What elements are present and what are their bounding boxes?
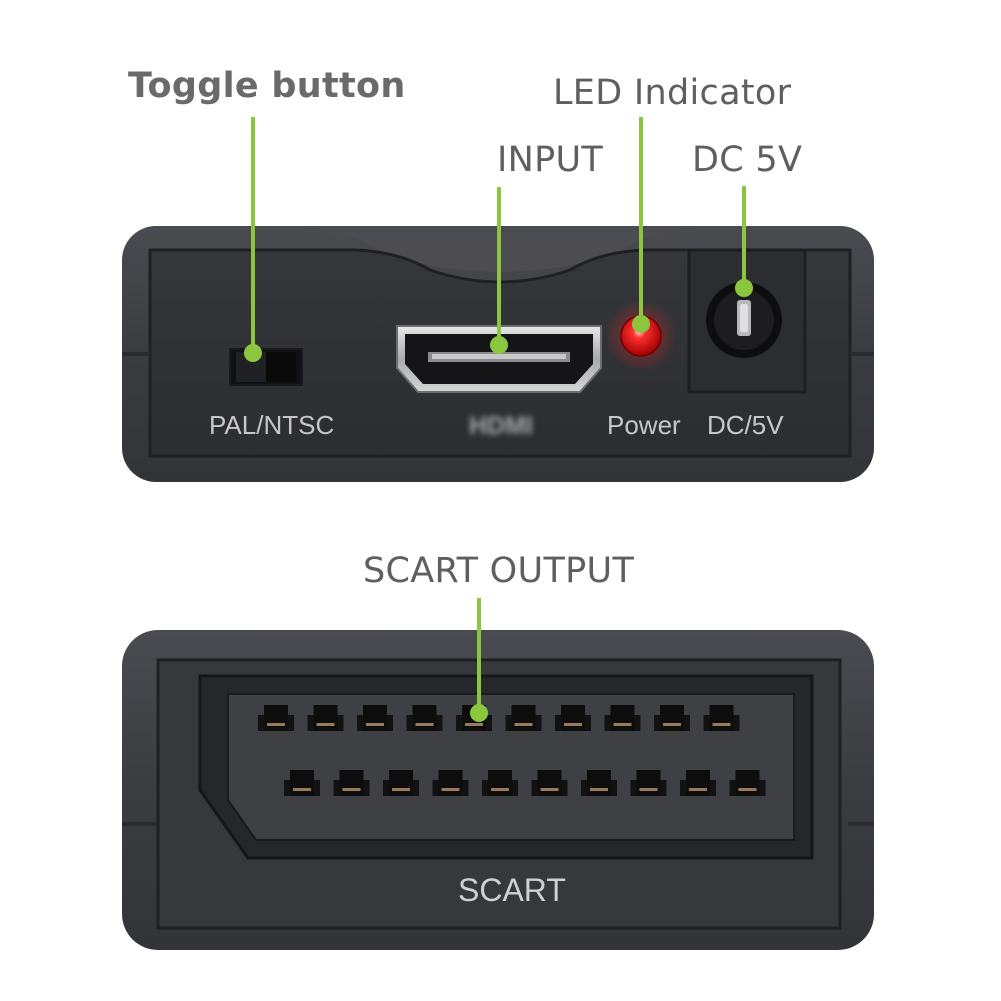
toggle-button-callout: Toggle button: [128, 66, 406, 106]
scart-label: SCART: [458, 872, 566, 908]
input-callout: INPUT: [497, 140, 604, 180]
callout-lines: [244, 117, 753, 722]
hdmi-label: HDMI: [469, 412, 533, 440]
dc-5v-label: DC/5V: [707, 410, 784, 440]
dc-5v-callout: DC 5V: [692, 140, 803, 180]
scart-pin: [333, 770, 370, 796]
scart-pin: [482, 770, 518, 796]
slide-switch-icon[interactable]: [229, 348, 303, 386]
scart-pin: [729, 770, 766, 796]
scart-pin: [505, 705, 542, 731]
hdmi-port-icon[interactable]: [396, 325, 602, 393]
led-indicator-icon: [605, 300, 677, 372]
converter-back-view: [122, 630, 874, 950]
scart-pin: [406, 705, 443, 731]
scart-pins-bottom-row: [284, 770, 766, 796]
scart-pin: [357, 705, 393, 731]
scart-pin: [383, 770, 419, 796]
scart-pin: [258, 705, 294, 731]
scart-pin: [581, 770, 617, 796]
converter-front-view: [122, 226, 874, 482]
scart-pin: [654, 705, 690, 731]
scart-pin: [307, 705, 344, 731]
scart-pin: [680, 770, 716, 796]
led-indicator-callout: LED Indicator: [553, 73, 792, 113]
power-label: Power: [607, 410, 681, 440]
scart-pin: [604, 705, 641, 731]
scart-pin: [284, 770, 320, 796]
dc-jack-icon[interactable]: [687, 248, 807, 394]
led-callout-dot: [632, 315, 650, 333]
scart-output-callout: SCART OUTPUT: [363, 551, 635, 591]
scart-pin: [630, 770, 667, 796]
scart-callout-dot: [470, 704, 488, 722]
scart-pin: [555, 705, 591, 731]
toggle-callout-dot: [244, 344, 262, 362]
pal-ntsc-label: PAL/NTSC: [209, 410, 335, 440]
scart-pin: [703, 705, 740, 731]
scart-pin: [531, 770, 568, 796]
scart-pin: [432, 770, 469, 796]
scart-connector-icon[interactable]: [198, 674, 814, 860]
input-callout-dot: [490, 336, 508, 354]
dc-callout-dot: [735, 279, 753, 297]
